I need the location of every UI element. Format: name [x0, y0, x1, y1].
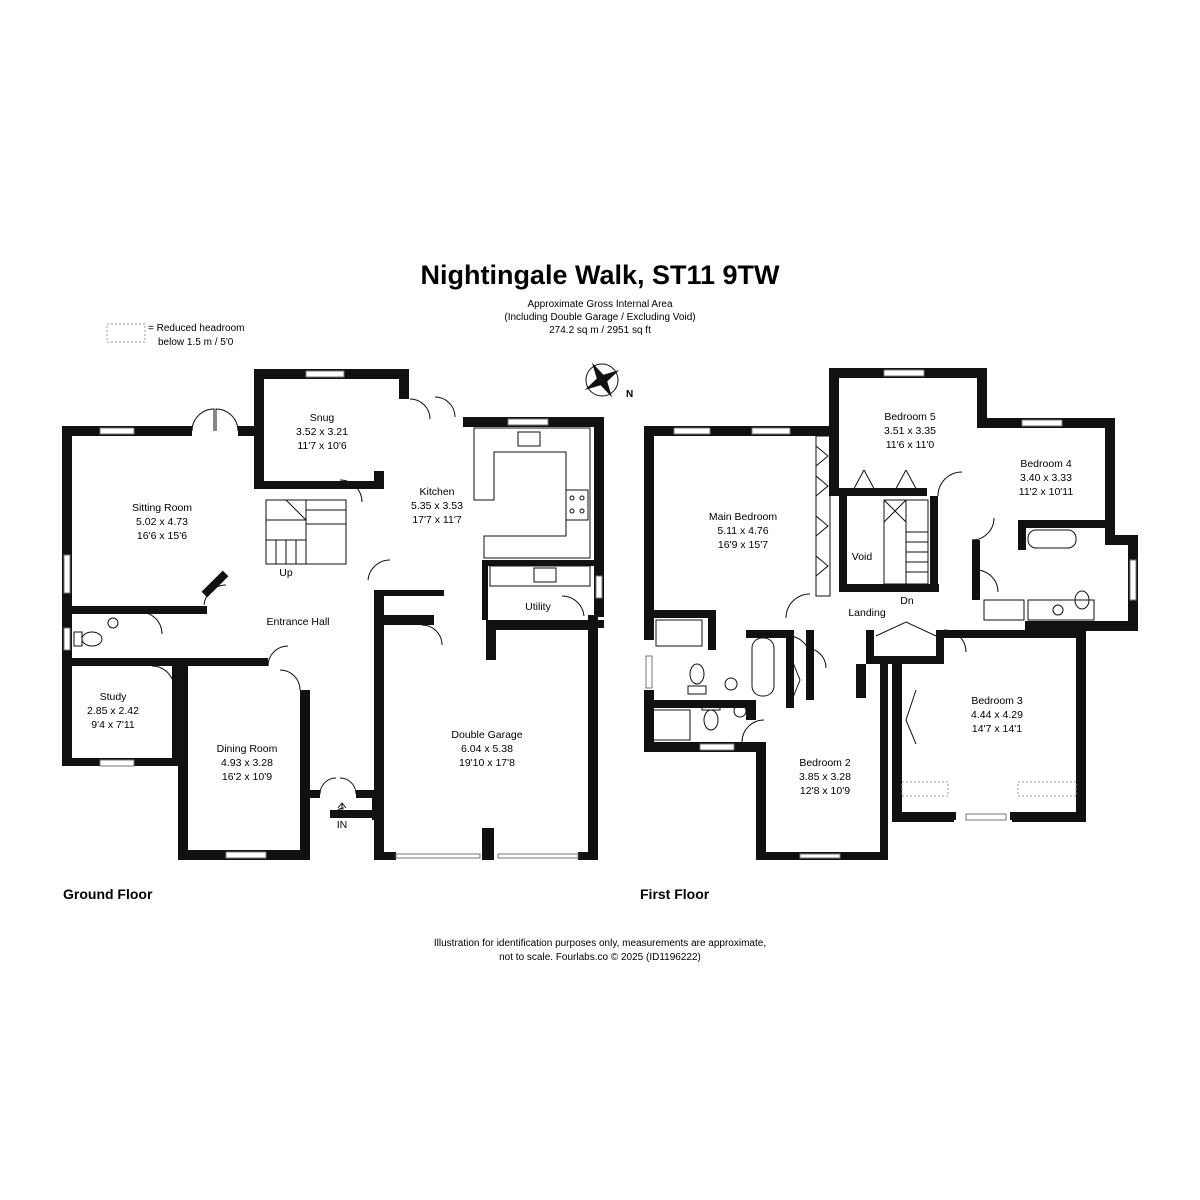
room-bed5-name: Bedroom 5: [884, 411, 936, 423]
page-title: Nightingale Walk, ST11 9TW: [420, 260, 780, 290]
first-floor-doors: [741, 471, 999, 745]
room-snug-metric: 3.52 x 3.21: [296, 426, 348, 438]
ground-floor-wc-fixtures: [73, 617, 119, 647]
room-bed2-metric: 3.85 x 3.28: [799, 771, 851, 783]
reduced-headroom-swatch: [106, 323, 146, 343]
room-bed5-metric: 3.51 x 3.35: [884, 425, 936, 437]
room-sitting-imperial: 16'6 x 15'6: [137, 530, 187, 542]
room-bed2-name: Bedroom 2: [799, 757, 851, 769]
room-bed5-imperial: 11'6 x 11'0: [886, 439, 935, 451]
room-study-imperial: 9'4 x 7'11: [91, 719, 135, 731]
room-study-name: Study: [100, 691, 128, 703]
first-floor-windows: [645, 369, 1137, 859]
room-sitting-name: Sitting Room: [132, 502, 192, 514]
disclaimer-line-1: Illustration for identification purposes…: [434, 938, 766, 949]
room-kitchen-imperial: 17'7 x 11'7: [412, 514, 462, 526]
stairs-up-label: Up: [279, 567, 293, 579]
room-dining-imperial: 16'2 x 10'9: [222, 771, 272, 783]
room-bed2-imperial: 12'8 x 10'9: [800, 785, 850, 797]
stairs-down-label: Dn: [900, 595, 914, 607]
entrance-arrow-icon: [337, 802, 347, 817]
room-kitchen-name: Kitchen: [419, 486, 454, 498]
legend-line-1: = Reduced headroom: [148, 323, 244, 334]
room-main-name: Main Bedroom: [709, 511, 778, 523]
room-snug-name: Snug: [310, 412, 335, 424]
compass-icon: [584, 362, 620, 398]
room-main-metric: 5.11 x 4.76: [717, 525, 768, 537]
ground-floor-windows: [63, 370, 603, 859]
first-floor-bath-fixtures: [649, 529, 1095, 741]
room-main-imperial: 16'9 x 15'7: [718, 539, 768, 551]
ground-floor-doors: [139, 396, 585, 819]
room-study-metric: 2.85 x 2.42: [87, 705, 139, 717]
area-caption-1: Approximate Gross Internal Area: [527, 299, 673, 310]
room-garage-name: Double Garage: [451, 729, 522, 741]
ground-floor-label: Ground Floor: [63, 886, 153, 902]
room-bed3-imperial: 14'7 x 14'1: [972, 723, 1022, 735]
room-garage-imperial: 19'10 x 17'8: [459, 757, 515, 769]
room-bed4-name: Bedroom 4: [1020, 458, 1072, 470]
room-utility-name: Utility: [525, 601, 551, 613]
room-bed3-name: Bedroom 3: [971, 695, 1023, 707]
area-caption-3: 274.2 sq m / 2951 sq ft: [549, 325, 651, 336]
compass-north-label: N: [626, 389, 633, 400]
kitchen-worktops: [473, 427, 591, 587]
room-snug-imperial: 11'7 x 10'6: [297, 440, 347, 452]
room-bed4-imperial: 11'2 x 10'11: [1019, 486, 1074, 498]
first-floor-label: First Floor: [640, 886, 710, 902]
disclaimer-line-2: not to scale. Fourlabs.co © 2025 (ID1196…: [499, 952, 701, 963]
room-bed3-metric: 4.44 x 4.29: [971, 709, 1023, 721]
legend-line-2: below 1.5 m / 5'0: [158, 337, 234, 348]
first-floor-room-labels: Bedroom 5 3.51 x 3.35 11'6 x 11'0 Bedroo…: [709, 411, 1074, 797]
entrance-in-label: IN: [337, 819, 348, 831]
main-bedroom-wardrobes: [815, 435, 921, 597]
room-void-name: Void: [852, 551, 873, 563]
room-dining-metric: 4.93 x 3.28: [221, 757, 273, 769]
room-bed4-metric: 3.40 x 3.33: [1020, 472, 1072, 484]
ground-floor-room-labels: Snug 3.52 x 3.21 11'7 x 10'6 Sitting Roo…: [87, 412, 552, 831]
room-kitchen-metric: 5.35 x 3.53: [411, 500, 463, 512]
reduced-headroom-areas: [901, 781, 1077, 797]
ground-floor-stairs: [265, 499, 347, 565]
room-dining-name: Dining Room: [217, 743, 278, 755]
room-hall-name: Entrance Hall: [266, 616, 329, 628]
first-floor-stairs: [883, 499, 929, 585]
room-landing-name: Landing: [848, 607, 886, 619]
room-sitting-metric: 5.02 x 4.73: [136, 516, 188, 528]
area-caption-2: (Including Double Garage / Excluding Voi…: [504, 312, 695, 323]
room-garage-metric: 6.04 x 5.38: [461, 743, 513, 755]
